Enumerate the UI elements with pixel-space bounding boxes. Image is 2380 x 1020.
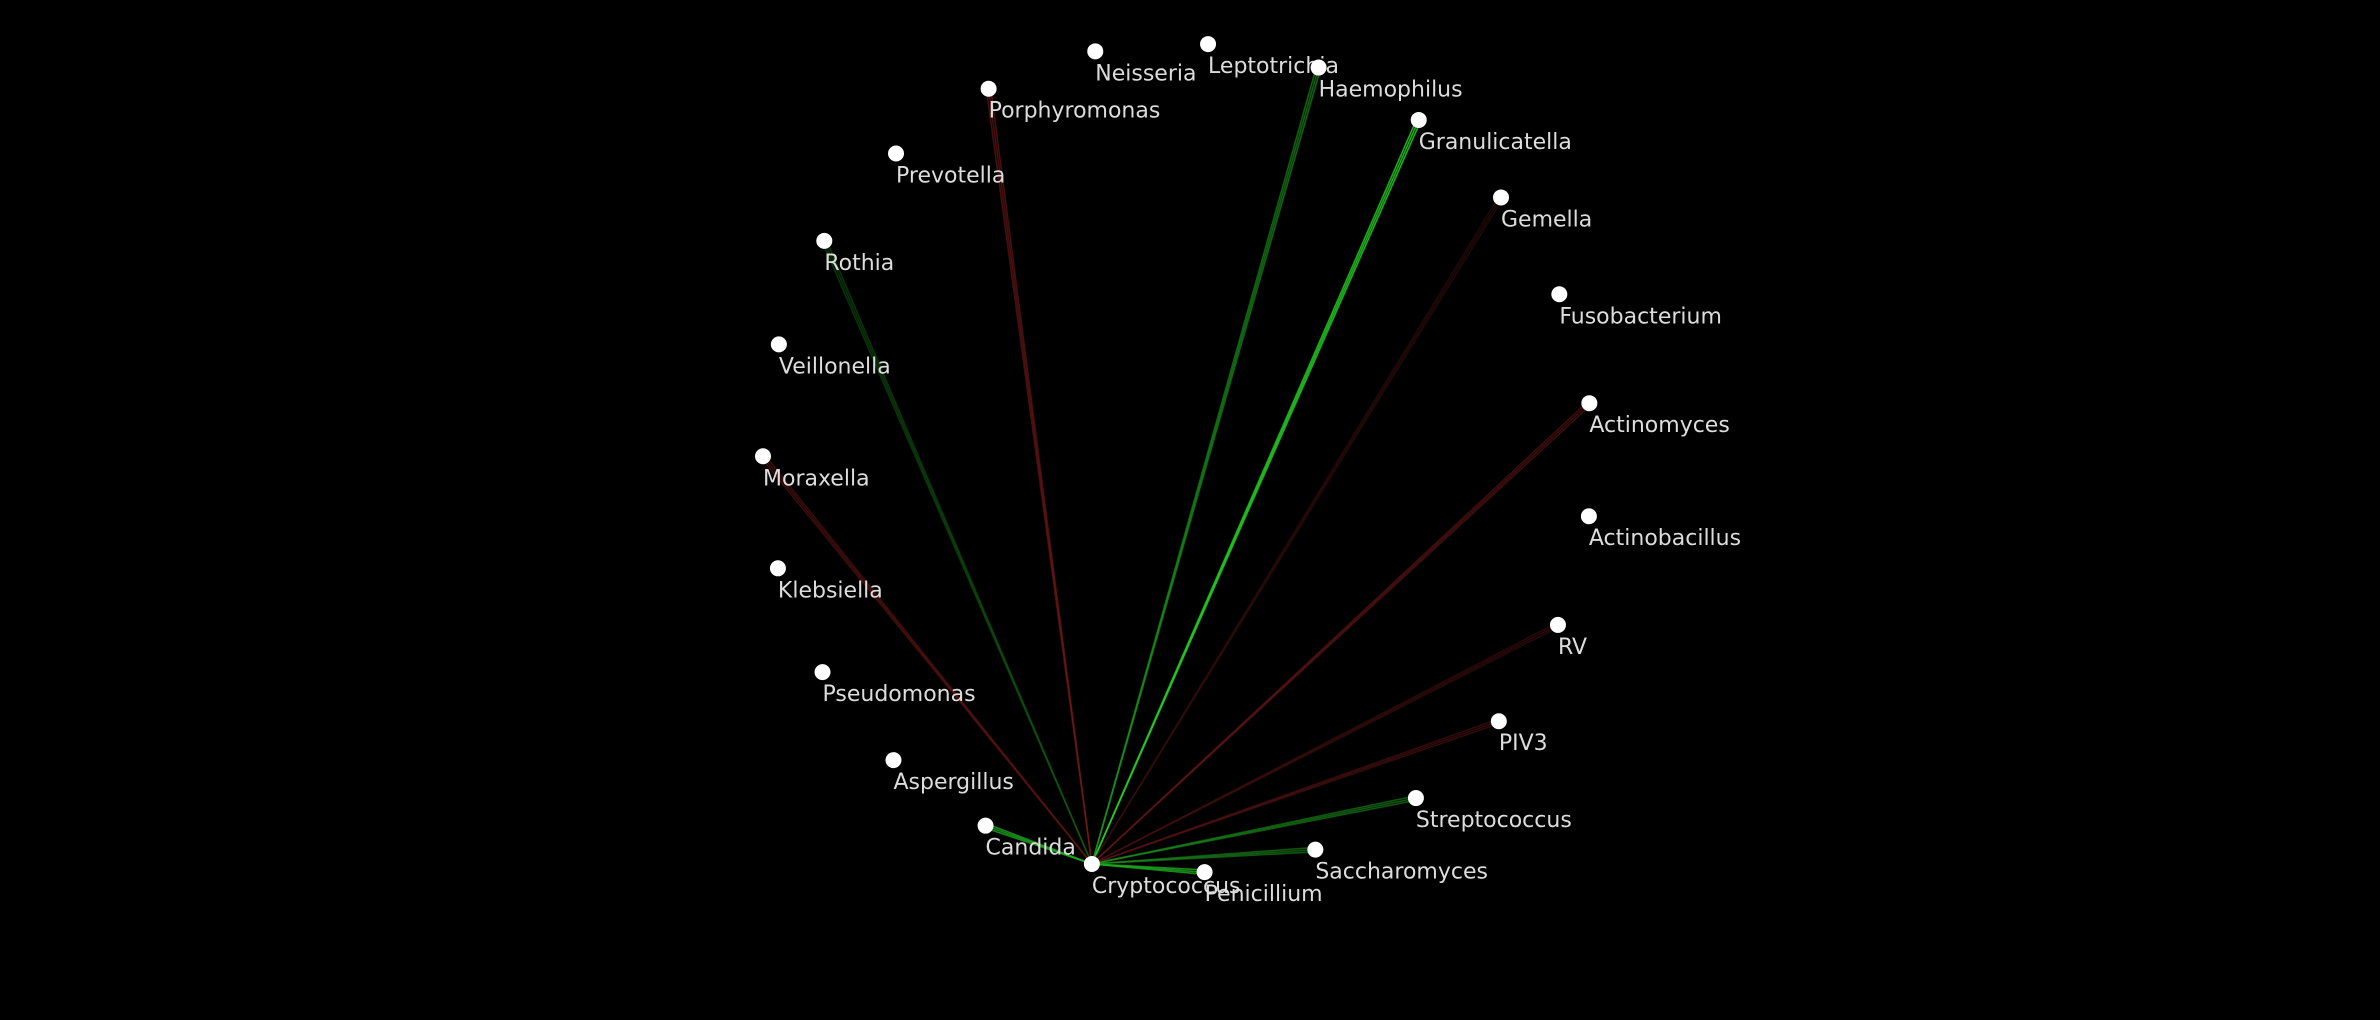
node-label: Saccharomyces (1315, 860, 1488, 885)
node-dot (1581, 395, 1598, 412)
edge-cryptococcus-candida (985, 822, 1093, 865)
node-dot (816, 232, 833, 249)
node-dot (1551, 286, 1568, 303)
edge-cryptococcus-moraxella (764, 454, 1093, 865)
node-haemophilus[interactable]: Haemophilus (1310, 59, 1463, 103)
node-label: Haemophilus (1319, 78, 1463, 103)
node-neisseria[interactable]: Neisseria (1087, 43, 1196, 86)
node-porphyromonas[interactable]: Porphyromonas (980, 80, 1161, 124)
node-dot (769, 560, 786, 577)
node-label: Pseudomonas (823, 682, 976, 707)
node-dot (1310, 59, 1327, 76)
edges-layer (760, 66, 1592, 876)
node-label: RV (1558, 635, 1587, 660)
node-aspergillus[interactable]: Aspergillus (885, 752, 1014, 795)
node-rv[interactable]: RV (1549, 616, 1587, 660)
edge-cryptococcus-rv (1091, 626, 1560, 865)
node-label: Klebsiella (778, 578, 883, 603)
node-prevotella[interactable]: Prevotella (888, 145, 1005, 189)
node-dot (814, 664, 831, 681)
node-label: Streptococcus (1416, 808, 1572, 833)
node-label: Veillonella (779, 354, 891, 379)
edge-cryptococcus-rothia (825, 239, 1093, 865)
edge-cryptococcus-penicillium (1091, 863, 1205, 876)
node-label: Moraxella (763, 466, 870, 491)
node-label: Actinomyces (1589, 413, 1729, 438)
node-label: Candida (986, 836, 1076, 861)
node-label: Aspergillus (893, 770, 1013, 795)
node-penicillium[interactable]: Penicillium (1196, 864, 1323, 907)
node-pseudomonas[interactable]: Pseudomonas (814, 664, 976, 707)
node-dot (770, 336, 787, 353)
edge-cryptococcus-granulicatella (1091, 120, 1422, 865)
node-dot (1493, 189, 1510, 206)
node-piv3[interactable]: PIV3 (1490, 713, 1548, 756)
node-cryptococcus[interactable]: Cryptococcus (1083, 855, 1241, 899)
node-fusobacterium[interactable]: Fusobacterium (1551, 286, 1722, 329)
node-rothia[interactable]: Rothia (816, 232, 894, 276)
node-dot (1087, 43, 1104, 60)
node-dot (1580, 508, 1597, 525)
node-label: Neisseria (1095, 61, 1196, 86)
node-dot (980, 80, 997, 97)
node-streptococcus[interactable]: Streptococcus (1407, 790, 1572, 833)
edge-cryptococcus-haemophilus (1091, 67, 1322, 865)
node-label: Penicillium (1205, 882, 1323, 907)
node-dot (1407, 790, 1424, 807)
node-label: Actinobacillus (1589, 526, 1741, 551)
node-label: Gemella (1501, 207, 1592, 232)
node-dot (1549, 616, 1566, 633)
edge-cryptococcus-gemella (1091, 198, 1504, 865)
node-dot (1307, 841, 1324, 858)
node-label: Granulicatella (1419, 130, 1572, 155)
edge-cryptococcus-saccharomyces (1091, 851, 1316, 865)
node-dot (885, 752, 902, 769)
node-label: Rothia (824, 251, 894, 276)
node-dot (1083, 855, 1100, 872)
node-dot (1200, 36, 1217, 53)
node-moraxella[interactable]: Moraxella (755, 448, 870, 491)
node-dot (888, 145, 905, 162)
edge-cryptococcus-piv3 (1091, 722, 1500, 865)
node-label: Porphyromonas (989, 99, 1161, 124)
node-actinobacillus[interactable]: Actinobacillus (1580, 508, 1741, 551)
node-dot (1196, 864, 1213, 881)
node-dot (977, 817, 994, 834)
node-klebsiella[interactable]: Klebsiella (769, 560, 883, 603)
node-saccharomyces[interactable]: Saccharomyces (1307, 841, 1488, 885)
node-dot (1490, 713, 1507, 730)
edge-cryptococcus-porphyromonas (989, 88, 1093, 865)
node-gemella[interactable]: Gemella (1493, 189, 1592, 232)
node-label: Cryptococcus (1092, 874, 1241, 899)
node-dot (1410, 111, 1427, 128)
node-label: Fusobacterium (1559, 304, 1722, 329)
node-granulicatella[interactable]: Granulicatella (1410, 111, 1572, 155)
edge-cryptococcus-streptococcus (1091, 799, 1417, 865)
node-candida[interactable]: Candida (977, 817, 1076, 861)
node-label: PIV3 (1499, 731, 1548, 756)
node-veillonella[interactable]: Veillonella (770, 336, 891, 379)
edge-cryptococcus-actinomyces (1091, 404, 1592, 865)
node-dot (755, 448, 772, 465)
node-actinomyces[interactable]: Actinomyces (1581, 395, 1730, 438)
node-label: Prevotella (896, 164, 1005, 189)
